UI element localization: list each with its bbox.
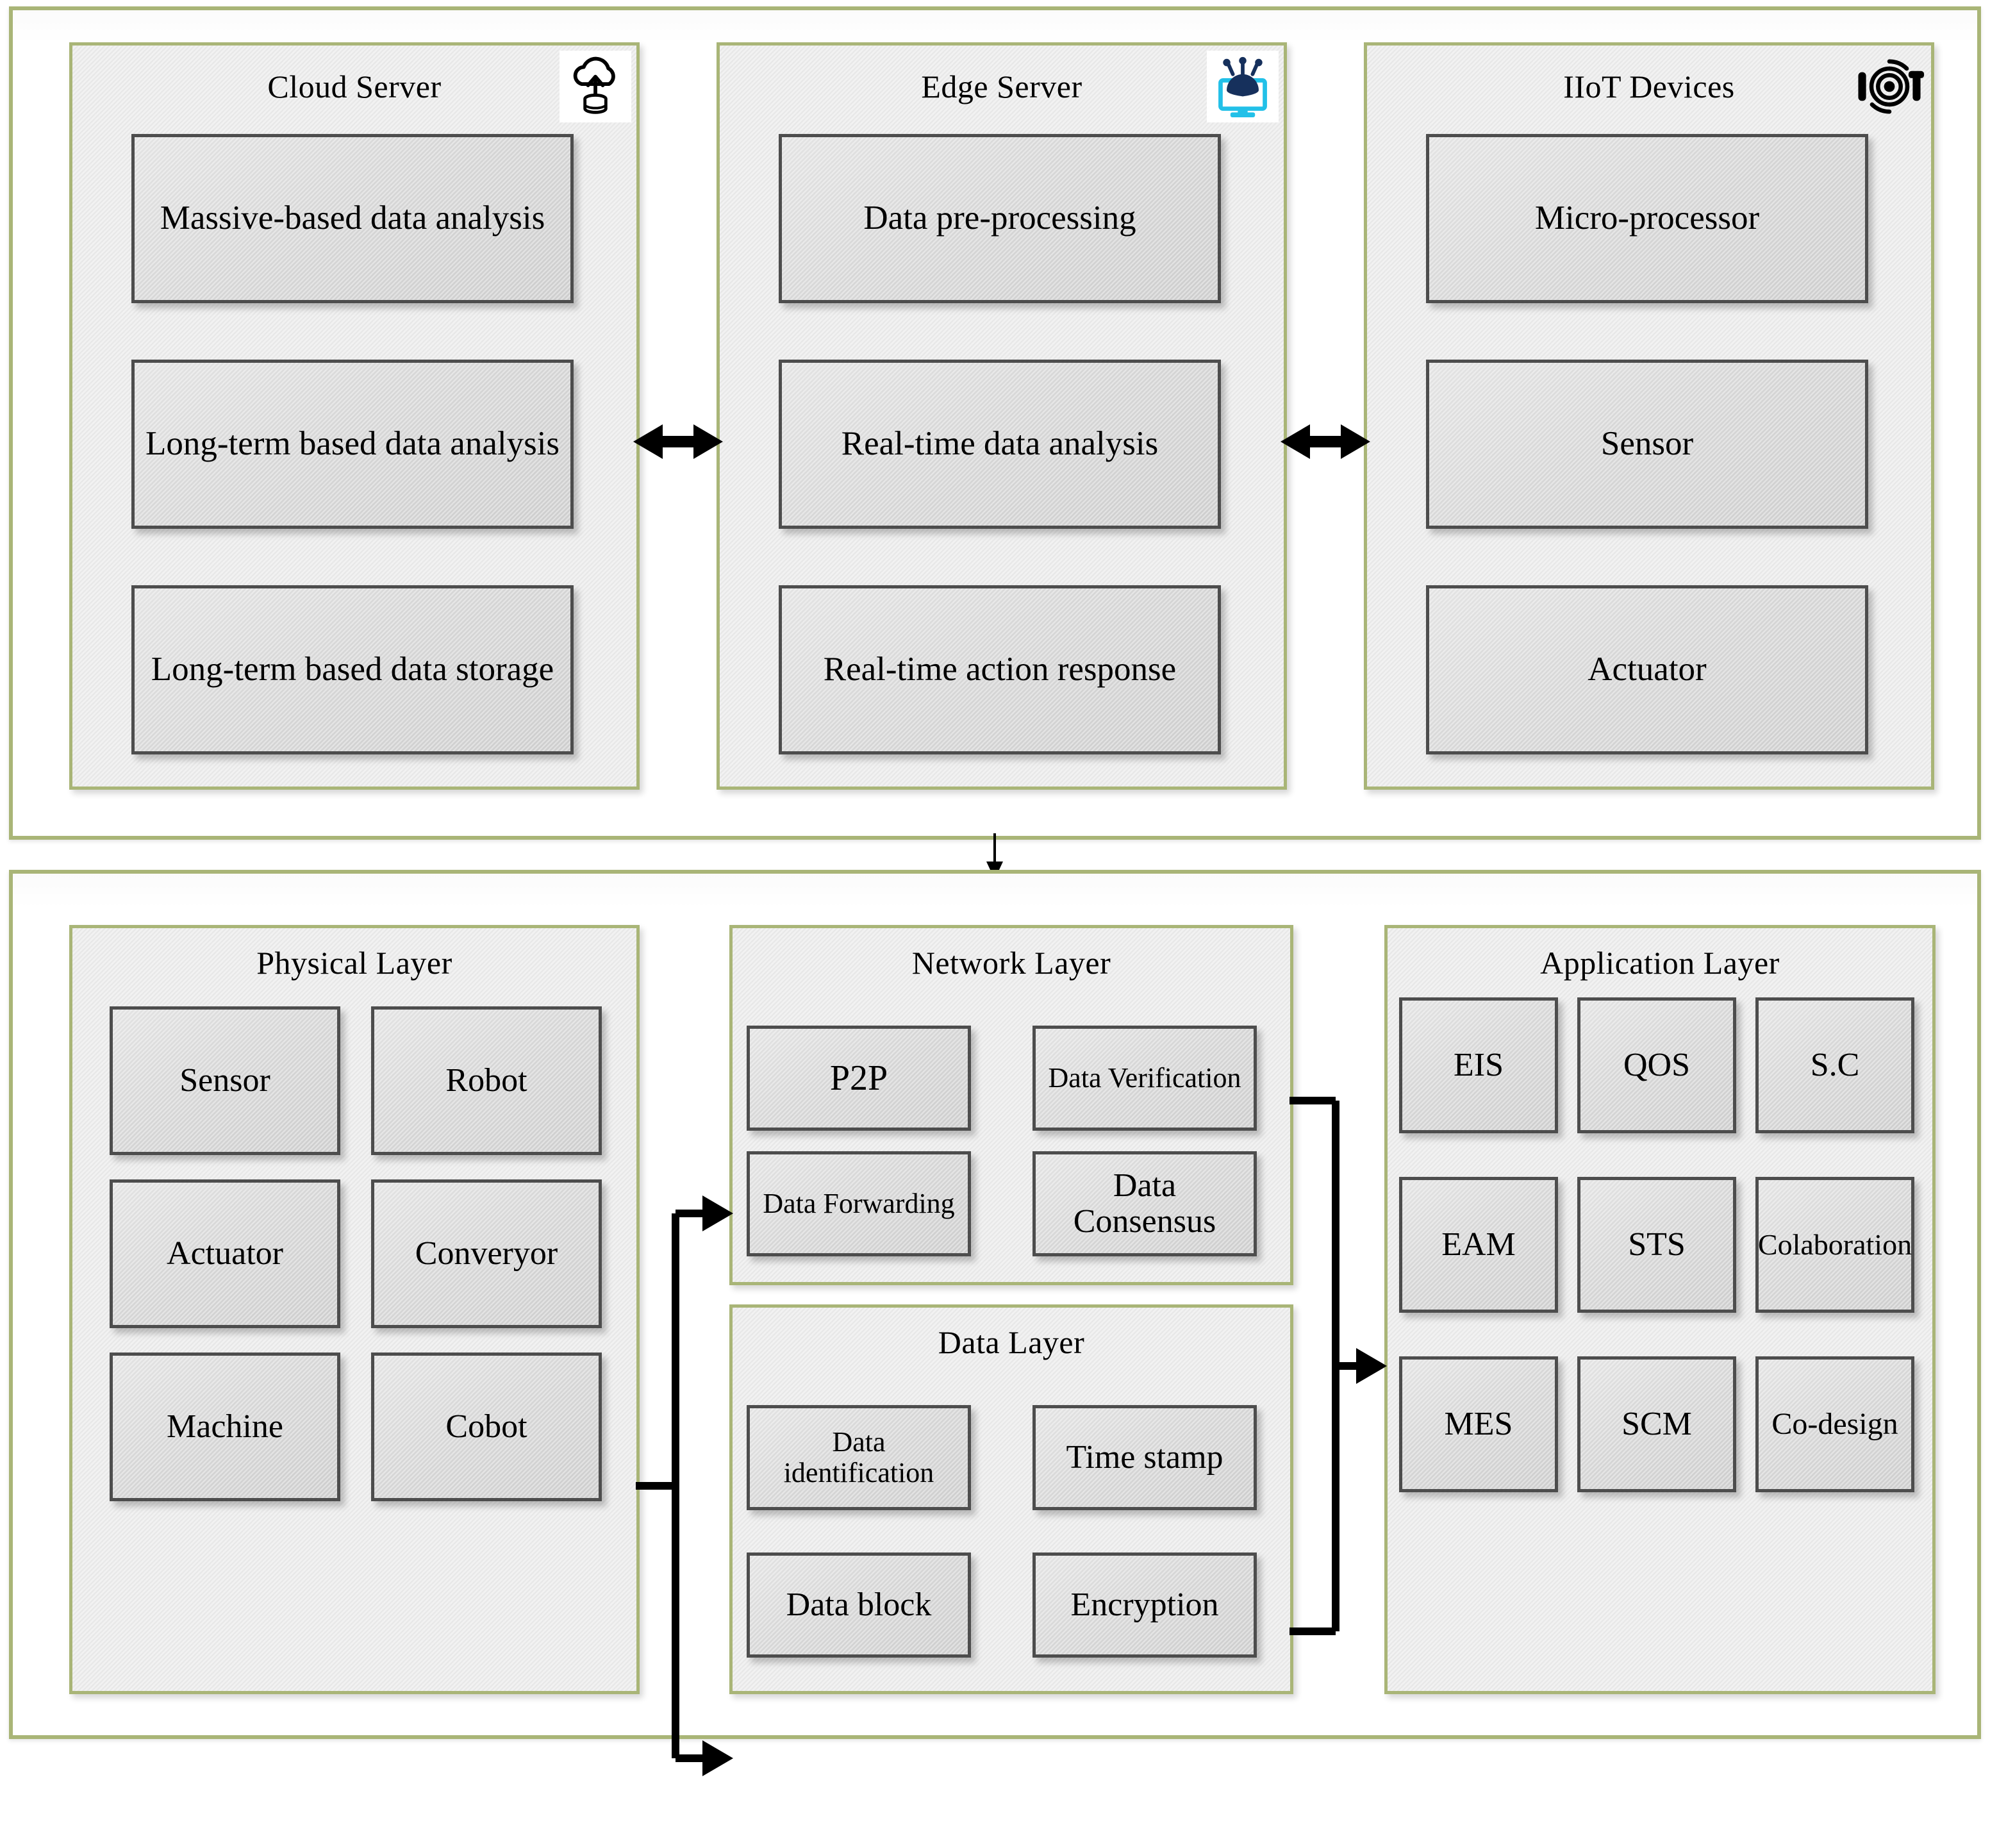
group-title-network-layer: Network Layer (911, 945, 1111, 981)
application-item-box-4[interactable]: STS (1577, 1177, 1736, 1313)
group-iiot-devices: IIoT Devices Micro-processor Sensor Actu… (1364, 42, 1934, 790)
physical-item-box-5[interactable]: Cobot (371, 1353, 602, 1501)
edge-item-box-2[interactable]: Real-time action response (779, 585, 1221, 754)
iiot-item-box-2[interactable]: Actuator (1426, 585, 1868, 754)
application-item-box-5[interactable]: Colaboration (1755, 1177, 1914, 1313)
physical-item-box-3[interactable]: Converyor (371, 1179, 602, 1328)
network-item-box-1[interactable]: Data Verification (1032, 1026, 1257, 1131)
physical-item-box-4[interactable]: Machine (110, 1353, 340, 1501)
group-cloud-server: Cloud Server Massive-based data analysis… (69, 42, 640, 790)
data-item-box-3[interactable]: Encryption (1032, 1552, 1257, 1658)
application-item-box-1[interactable]: QOS (1577, 997, 1736, 1133)
cloud-item-box-2[interactable]: Long-term based data storage (131, 585, 574, 754)
application-item-box-0[interactable]: EIS (1399, 997, 1558, 1133)
physical-item-box-0[interactable]: Sensor (110, 1006, 340, 1155)
application-item-box-8[interactable]: Co-design (1755, 1356, 1914, 1492)
group-title-data-layer: Data Layer (938, 1324, 1085, 1360)
group-title-cloud-server: Cloud Server (267, 69, 442, 104)
physical-item-box-2[interactable]: Actuator (110, 1179, 340, 1328)
group-title-iiot-devices: IIoT Devices (1563, 69, 1735, 104)
application-item-box-2[interactable]: S.C (1755, 997, 1914, 1133)
group-network-layer: Network Layer P2P Data Verification Data… (729, 925, 1293, 1285)
group-title-physical-layer: Physical Layer (256, 945, 452, 981)
cloud-database-icon (560, 51, 631, 122)
arrow-edge-to-iiot (1281, 424, 1370, 459)
network-item-box-3[interactable]: Data Consensus (1032, 1151, 1257, 1256)
group-title-application-layer: Application Layer (1540, 945, 1780, 981)
iiot-item-box-0[interactable]: Micro-processor (1426, 134, 1868, 303)
edge-item-box-0[interactable]: Data pre-processing (779, 134, 1221, 303)
group-data-layer: Data Layer Data identification Time stam… (729, 1304, 1293, 1694)
edge-item-box-1[interactable]: Real-time data analysis (779, 360, 1221, 529)
network-item-box-2[interactable]: Data Forwarding (747, 1151, 971, 1256)
upper-architecture-panel: Cloud Server Massive-based data analysis… (9, 6, 1981, 840)
data-item-box-2[interactable]: Data block (747, 1552, 971, 1658)
group-physical-layer: Physical Layer Sensor Robot Actuator Con… (69, 925, 640, 1694)
group-title-edge-server: Edge Server (921, 69, 1082, 104)
arrow-cloud-to-edge (633, 424, 723, 459)
arrow-physical-to-network-and-data (636, 1195, 733, 1776)
arrow-upper-to-lower-panel (986, 833, 1003, 879)
data-item-box-1[interactable]: Time stamp (1032, 1405, 1257, 1510)
edge-server-monitor-icon (1207, 51, 1279, 122)
physical-item-box-1[interactable]: Robot (371, 1006, 602, 1155)
data-item-box-0[interactable]: Data identification (747, 1405, 971, 1510)
cloud-item-box-0[interactable]: Massive-based data analysis (131, 134, 574, 303)
application-item-box-6[interactable]: MES (1399, 1356, 1558, 1492)
lower-architecture-panel: Physical Layer Sensor Robot Actuator Con… (9, 870, 1981, 1776)
iiot-item-box-1[interactable]: Sensor (1426, 360, 1868, 529)
network-item-box-0[interactable]: P2P (747, 1026, 971, 1131)
iiot-signal-icon (1850, 49, 1928, 124)
application-item-box-3[interactable]: EAM (1399, 1177, 1558, 1313)
group-application-layer: Application Layer EIS QOS S.C EAM STS Co… (1384, 925, 1936, 1694)
application-item-box-7[interactable]: SCM (1577, 1356, 1736, 1492)
cloud-item-box-1[interactable]: Long-term based data analysis (131, 360, 574, 529)
group-edge-server: Edge Server Data pre-processing Real-tim… (717, 42, 1287, 790)
arrow-network-data-to-application (1289, 1097, 1387, 1635)
